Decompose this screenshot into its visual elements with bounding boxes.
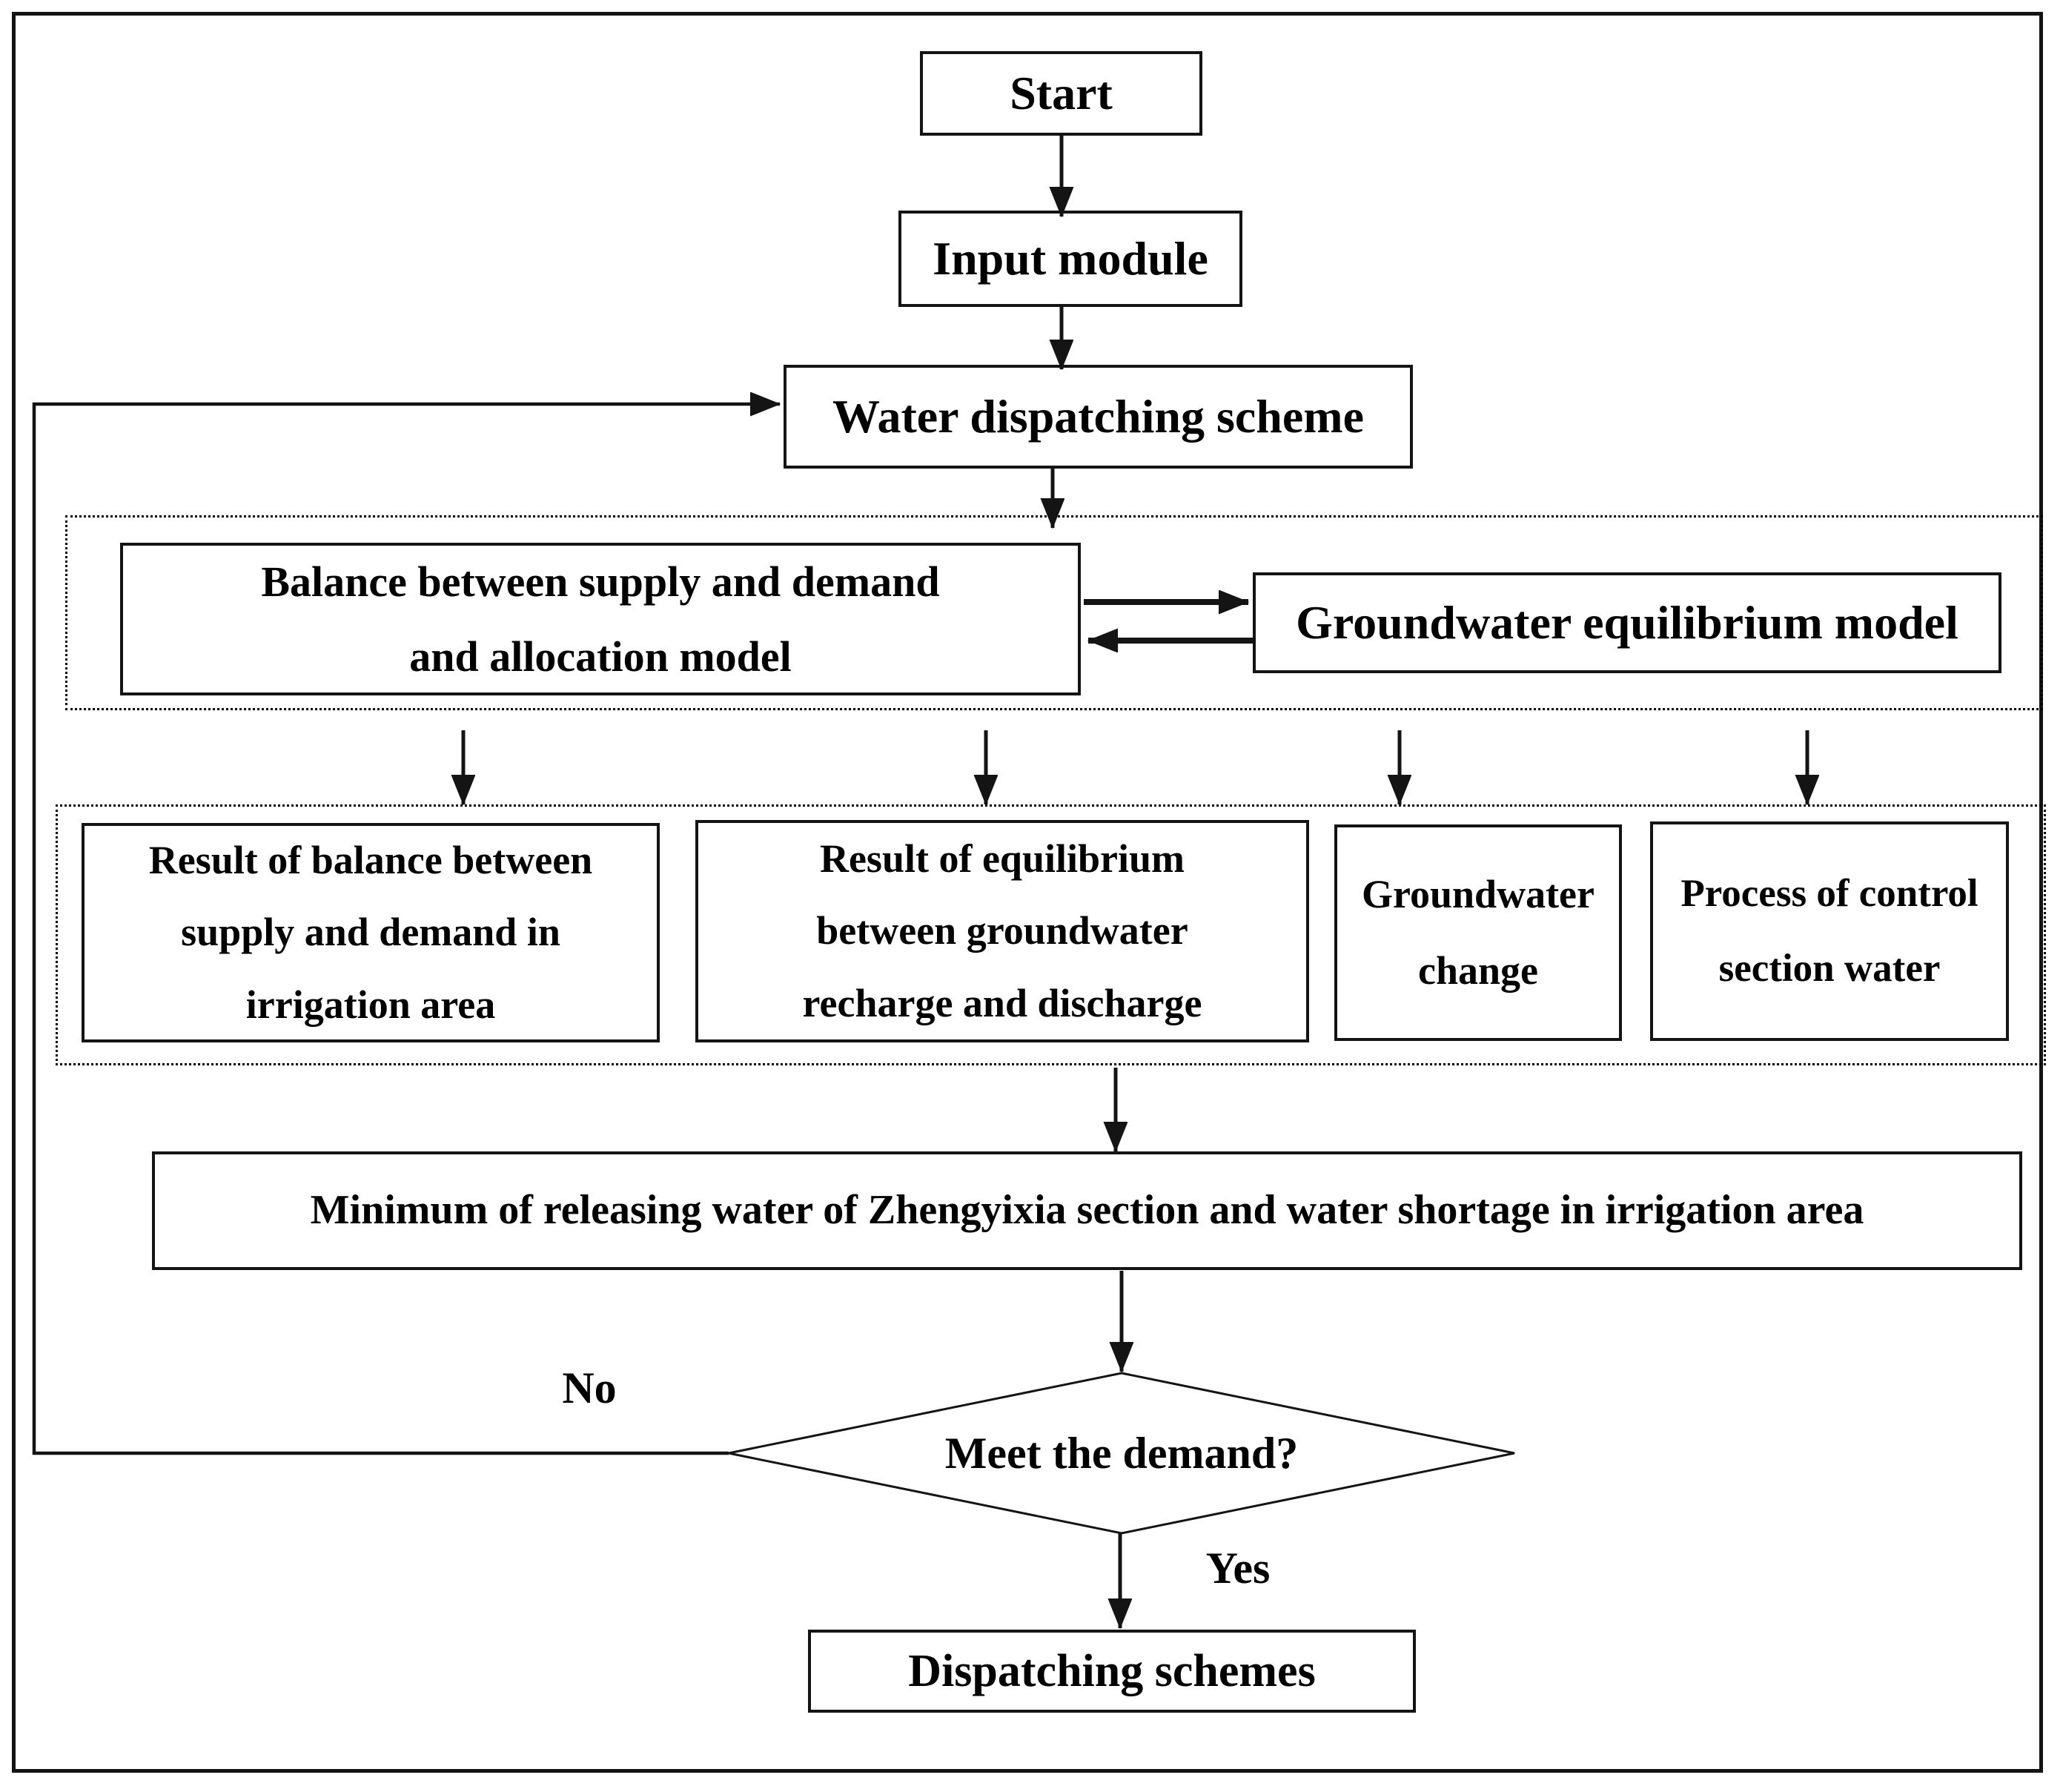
- node-label: Groundwater equilibrium model: [1296, 595, 1958, 649]
- node-minimum-releasing-water: Minimum of releasing water of Zhengyixia…: [152, 1151, 2022, 1270]
- node-decision: Meet the demand?: [852, 1412, 1391, 1494]
- node-start: Start: [920, 51, 1202, 136]
- edge-label-no: No: [562, 1363, 617, 1412]
- node-water-dispatching-scheme: Water dispatching scheme: [784, 365, 1413, 469]
- node-label: Meet the demand?: [944, 1429, 1299, 1478]
- node-label: Dispatching schemes: [908, 1645, 1316, 1696]
- figure-border: [12, 12, 2043, 1773]
- node-label: Minimum of releasing water of Zhengyixia…: [310, 1187, 1864, 1234]
- node-label: Start: [1010, 66, 1113, 119]
- edge-label-yes: Yes: [1205, 1544, 1271, 1593]
- node-groundwater-equilibrium-model: Groundwater equilibrium model: [1253, 572, 2001, 673]
- node-label: Input module: [933, 231, 1208, 285]
- node-input-module: Input module: [898, 211, 1242, 307]
- node-label: Water dispatching scheme: [832, 389, 1365, 443]
- node-dispatching-schemes: Dispatching schemes: [808, 1630, 1416, 1713]
